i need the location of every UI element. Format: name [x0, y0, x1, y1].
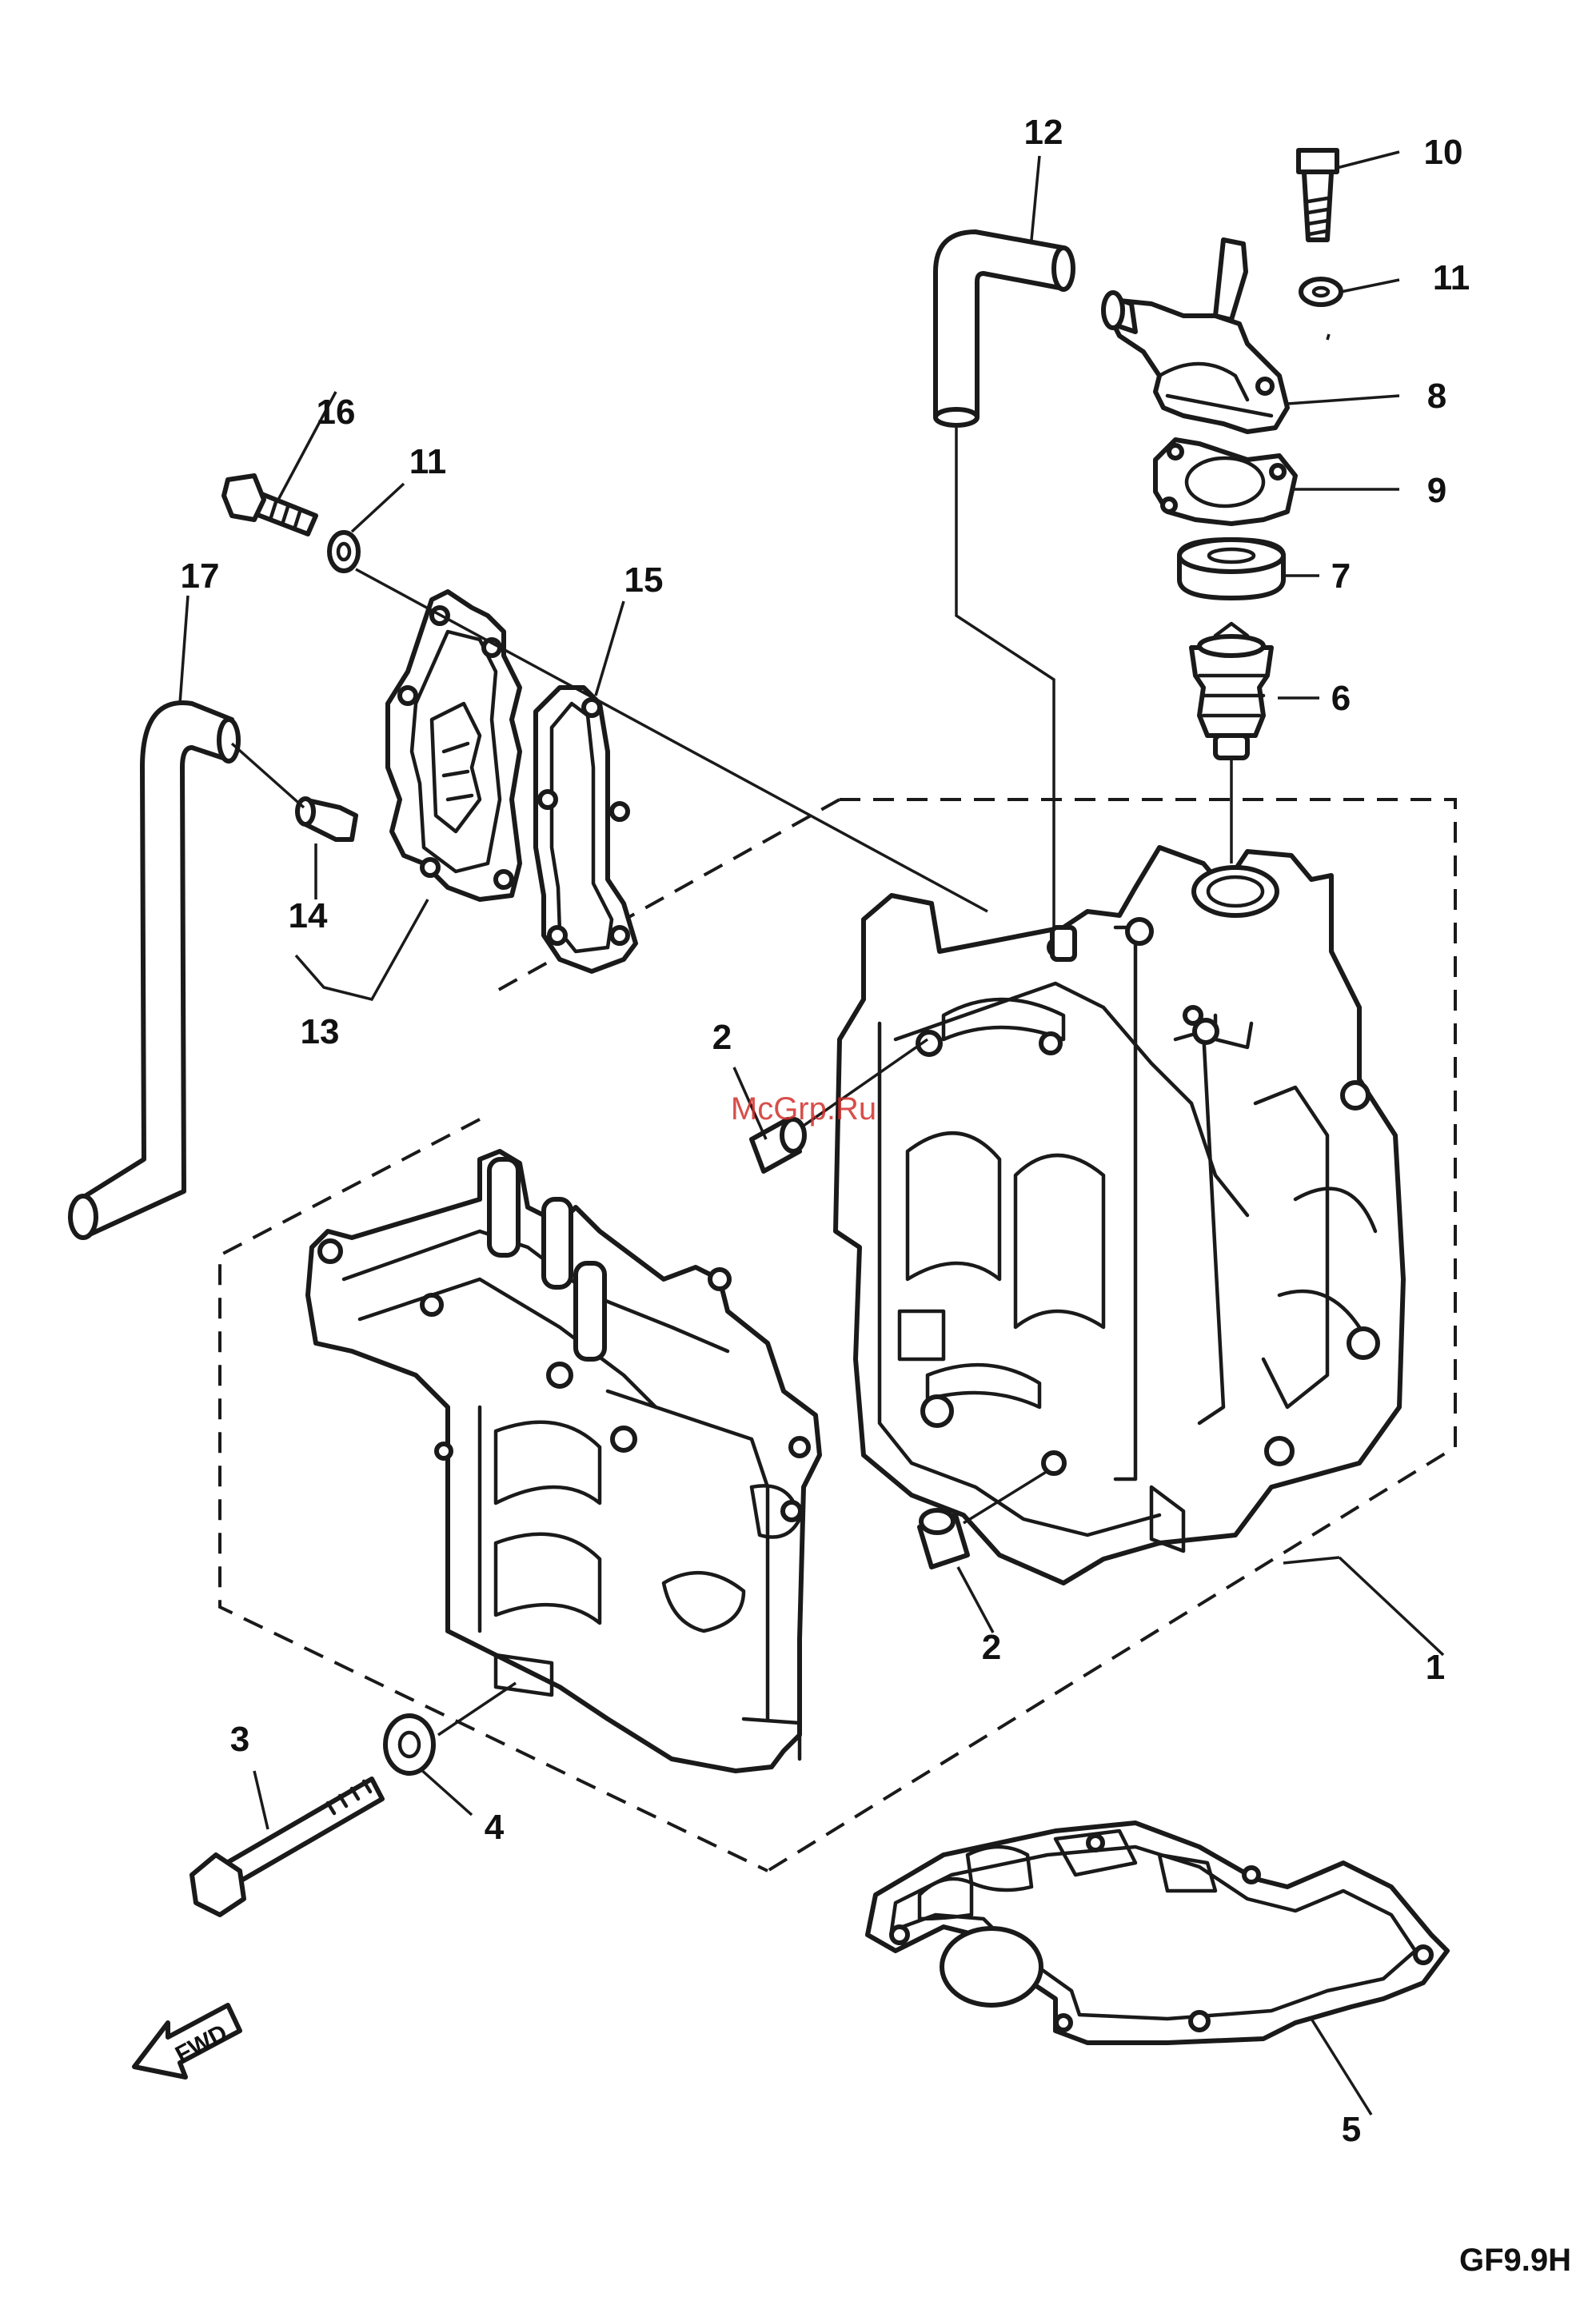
thermostat-cover-washer — [1301, 279, 1341, 305]
exhaust-cover-bolt — [224, 476, 316, 534]
thermostat — [1191, 624, 1271, 758]
bolt-washer — [385, 1716, 433, 1773]
hose-fitting — [297, 799, 356, 839]
callout-12: 12 — [1024, 113, 1063, 152]
callout-1: 1 — [1426, 1648, 1445, 1687]
callout-3: 3 — [230, 1720, 249, 1759]
callout-10: 10 — [1424, 133, 1463, 172]
water-hose-left — [70, 703, 238, 1238]
thermostat-cover-gasket — [1155, 440, 1295, 524]
callout-13: 13 — [301, 1012, 340, 1051]
callout-2-lower: 2 — [982, 1628, 1001, 1667]
callout-8: 8 — [1427, 377, 1446, 416]
crankcase-cover — [308, 1151, 820, 1771]
callout-9: 9 — [1427, 471, 1446, 510]
thermostat-cover — [1103, 240, 1287, 432]
watermark-text: McGrp.Ru — [731, 1091, 876, 1127]
callout-15: 15 — [624, 560, 664, 600]
callout-11-left: 11 — [409, 442, 447, 481]
exhaust-cover — [388, 592, 520, 899]
diagram-code: GF9.9H — [1459, 2243, 1571, 2278]
thermostat-seal — [1179, 540, 1283, 598]
callout-5: 5 — [1342, 2110, 1361, 2149]
callout-6: 6 — [1331, 679, 1351, 718]
forward-direction-arrow: FWD — [134, 2005, 240, 2077]
water-hose-upper — [936, 232, 1073, 425]
callout-7: 7 — [1331, 556, 1351, 596]
callout-11-right: 11 — [1433, 258, 1470, 297]
crankcase-bolt — [192, 1779, 382, 1915]
callout-17: 17 — [181, 556, 220, 596]
dowel-pin-lower — [920, 1510, 968, 1567]
exhaust-cover-washer — [329, 532, 358, 571]
callout-14: 14 — [289, 896, 328, 935]
exhaust-cover-gasket — [536, 688, 636, 971]
block-gasket — [868, 1823, 1447, 2043]
thermostat-cover-bolt — [1299, 150, 1337, 240]
callout-16: 16 — [317, 393, 356, 432]
callout-4: 4 — [485, 1808, 505, 1847]
cylinder-block — [836, 847, 1403, 1583]
callout-2-upper: 2 — [712, 1018, 732, 1057]
